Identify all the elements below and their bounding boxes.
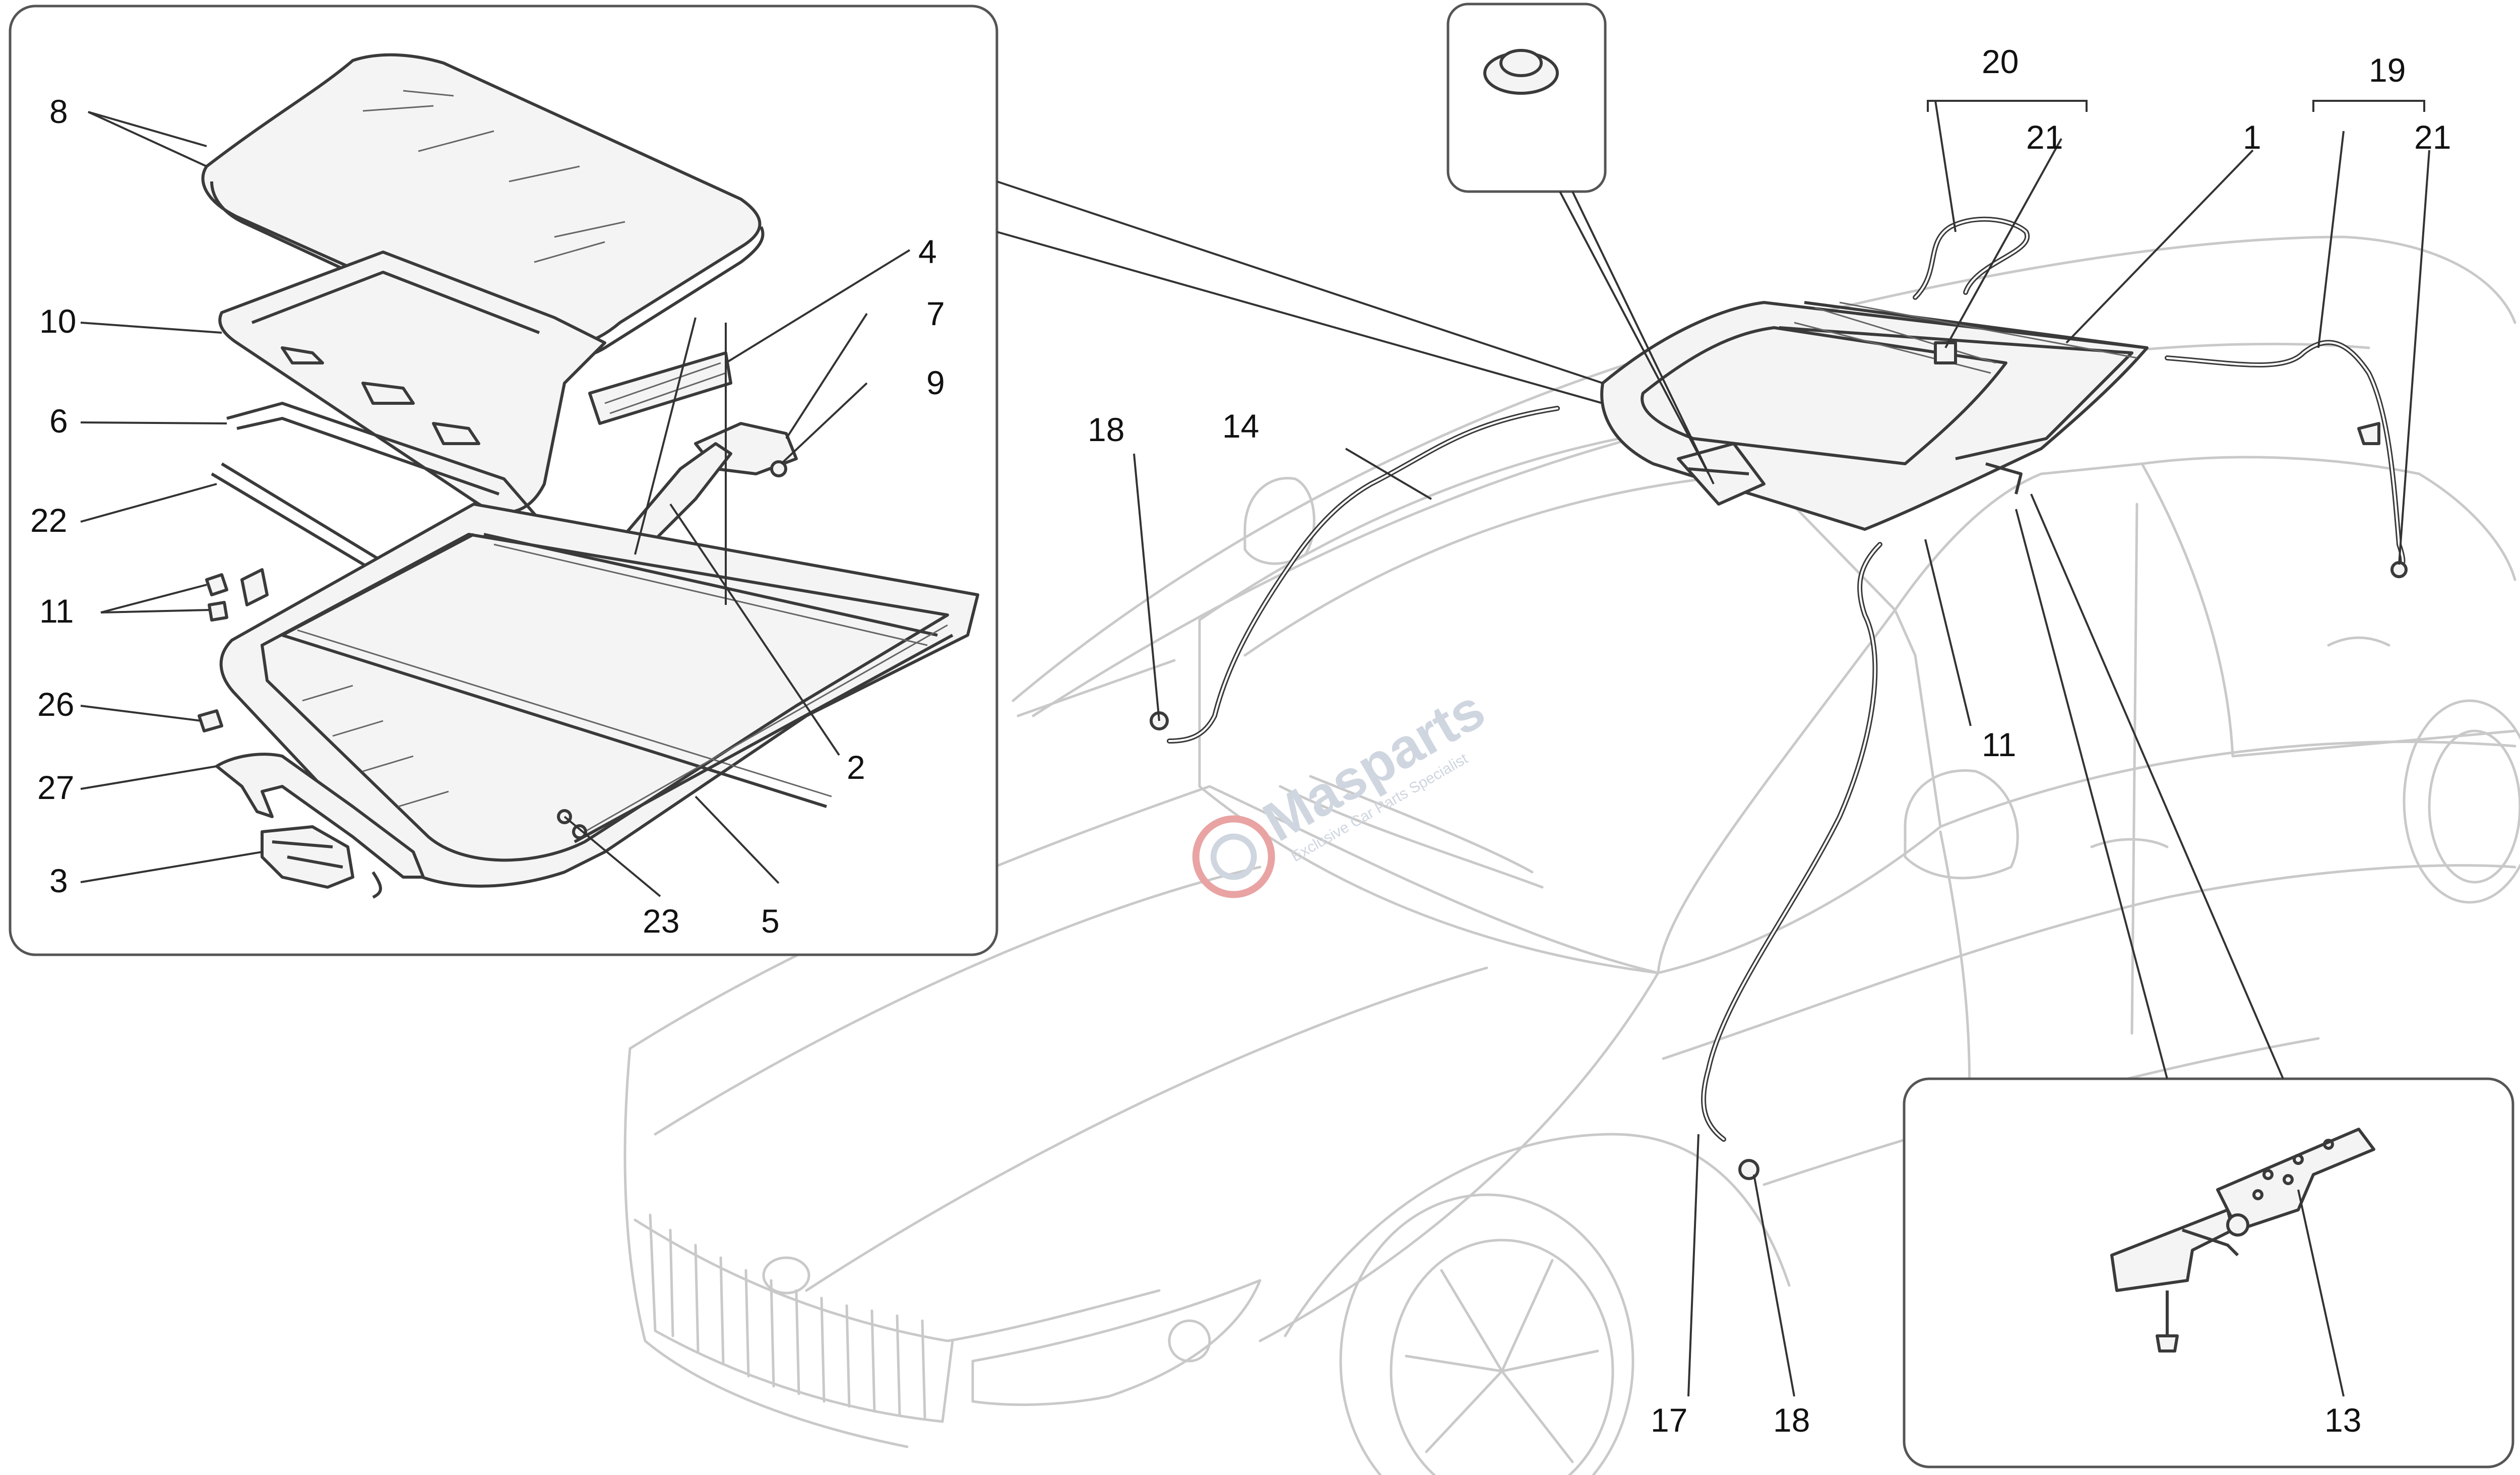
watermark: Masparts Exclusive Car Parts Specialist: [1192, 678, 1495, 898]
callout-3: 3: [49, 862, 68, 899]
roof-sunroof-assembly: [1600, 301, 2380, 531]
grommet-inset-box: [1446, 3, 1607, 193]
callout-4: 4: [918, 233, 937, 270]
callout-20: 20: [1982, 43, 2019, 80]
grommet-inset-part: [1483, 49, 1559, 95]
callout-11-left: 11: [39, 592, 74, 630]
callout-13: 13: [2324, 1401, 2361, 1439]
callout-18-right: 18: [1773, 1401, 1810, 1439]
callout-6: 6: [49, 402, 68, 440]
hinge-inset-box: [1903, 1077, 2514, 1468]
callout-21-b: 21: [2414, 118, 2451, 156]
hinge-inset-part: [2110, 1128, 2375, 1353]
callout-21-a: 21: [2026, 118, 2063, 156]
callout-11-right: 11: [1982, 726, 2017, 763]
callout-5: 5: [761, 902, 780, 940]
callout-18-left: 18: [1088, 411, 1124, 448]
callout-7: 7: [926, 295, 945, 332]
callout-23: 23: [643, 902, 679, 940]
drain-hoses: [1150, 216, 2408, 1180]
callout-27: 27: [37, 769, 74, 806]
callout-9: 9: [926, 364, 945, 401]
callout-1: 1: [2243, 118, 2261, 156]
callout-22: 22: [30, 502, 67, 539]
leader-lines: [80, 100, 2430, 1397]
callout-17: 17: [1651, 1401, 1687, 1439]
callout-8: 8: [49, 93, 68, 130]
callout-26: 26: [37, 686, 74, 723]
callout-2: 2: [847, 749, 865, 786]
callout-10: 10: [39, 302, 76, 340]
exploded-parts: [198, 53, 979, 899]
callout-labels: 8 10 6 22 11 26 27 3 4 7 9 2 5 23 18 14 …: [30, 43, 2451, 1439]
callout-14: 14: [1222, 407, 1259, 445]
callout-19: 19: [2369, 51, 2406, 89]
car-body-outline: [623, 235, 2520, 1475]
